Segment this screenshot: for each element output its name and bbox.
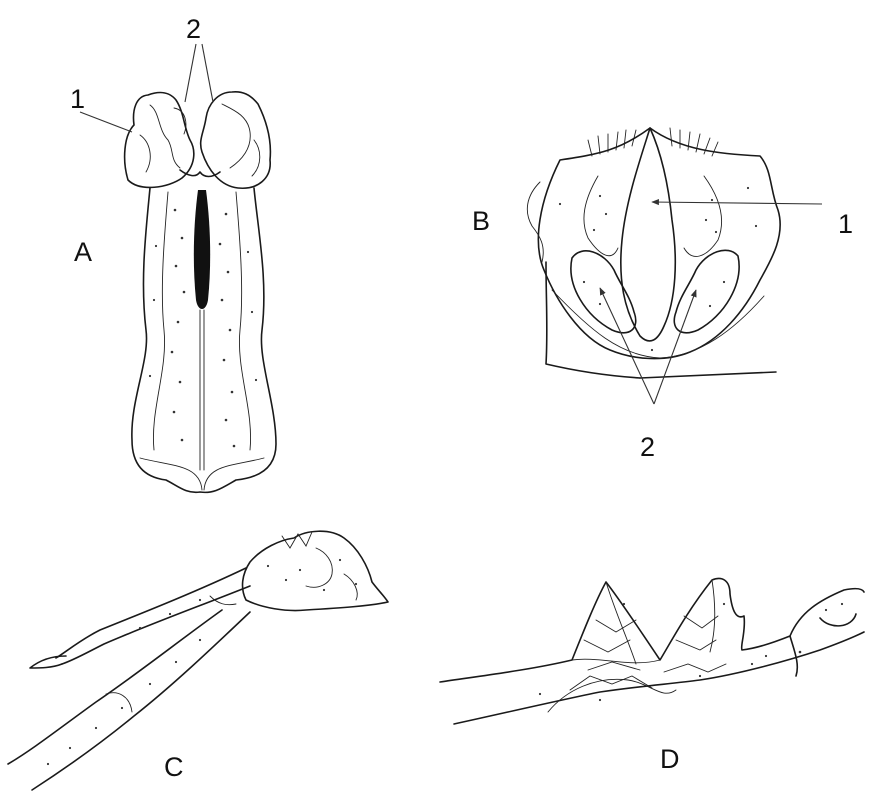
panel-a-letter: A	[74, 237, 92, 267]
panel-d: D	[440, 579, 864, 774]
panel-a-right-lobe	[201, 92, 271, 188]
panel-b: B 1 2	[472, 128, 853, 462]
panel-b-outline	[538, 128, 780, 359]
panel-b-letter: B	[472, 206, 490, 236]
panel-c-head	[243, 531, 388, 610]
panel-a-callout-2: 2	[186, 14, 201, 44]
panel-c-upper-rod	[56, 568, 250, 664]
panel-d-outline	[440, 579, 864, 682]
panel-b-bristles	[588, 128, 718, 156]
panel-a: 1 2 A	[70, 14, 276, 492]
panel-b-keel	[621, 128, 675, 341]
panel-c: C	[8, 531, 388, 790]
panel-c-stipple	[47, 559, 357, 765]
panel-b-callout-1: 1	[838, 209, 853, 239]
panel-b-callout-2: 2	[640, 432, 655, 462]
panel-d-stipple	[539, 603, 843, 701]
panel-a-callout-1: 1	[70, 84, 85, 114]
panel-c-letter: C	[164, 752, 184, 782]
panel-b-lower-lobe-right	[674, 250, 739, 333]
panel-c-lower-rod	[8, 610, 250, 790]
panel-d-letter: D	[660, 744, 680, 774]
panel-b-lower-lobe-left	[571, 251, 636, 333]
